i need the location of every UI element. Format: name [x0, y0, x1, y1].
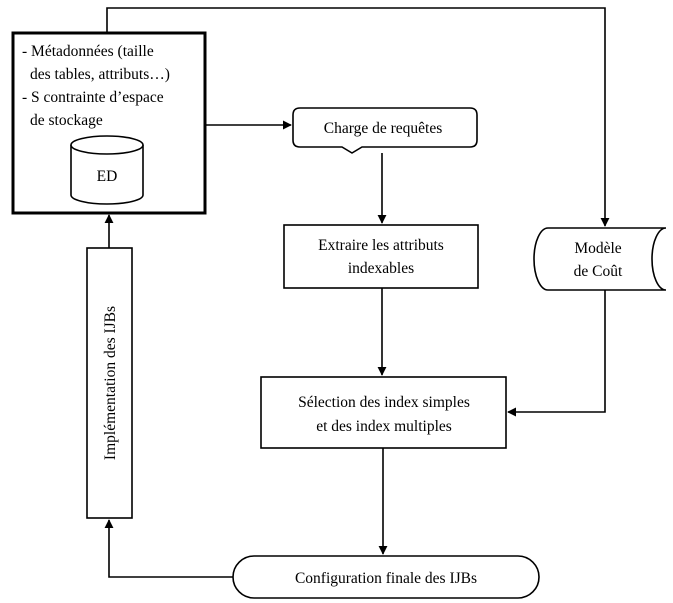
metadata-line-3: - S contrainte d’espace [22, 89, 164, 106]
final-config-node: Configuration finale des IJBs [232, 555, 540, 599]
extract-line-1: Extraire les attributs [318, 237, 444, 254]
metadata-line-1: - Métadonnées (taille [22, 43, 154, 60]
workload-label: Charge de requêtes [324, 120, 443, 137]
connectors [104, 7, 610, 578]
selection-line-1: Sélection des index simples [298, 394, 470, 411]
cost-model-node: Modèle de Coût [533, 227, 667, 291]
arrow-final-to-implementation [104, 519, 233, 578]
arrow-metadata-to-cost-model [106, 7, 610, 227]
extract-line-2: indexables [348, 260, 414, 277]
metadata-line-4: de stockage [30, 112, 103, 129]
database-cylinder: ED [70, 135, 144, 205]
final-config-label: Configuration finale des IJBs [295, 570, 477, 587]
database-label: ED [97, 168, 118, 185]
extract-node: Extraire les attributs indexables [283, 224, 479, 289]
implementation-label: Implémentation des IJBs [102, 306, 119, 460]
selection-node: Sélection des index simples et des index… [260, 376, 507, 449]
arrow-cost-model-to-selection [507, 290, 606, 417]
metadata-line-2: des tables, attributs…) [30, 66, 170, 83]
cost-model-line-2: de Coût [574, 263, 623, 280]
implementation-node: Implémentation des IJBs [86, 247, 133, 519]
workload-node: Charge de requêtes [292, 107, 478, 154]
metadata-box: - Métadonnées (taille des tables, attrib… [11, 31, 207, 215]
cost-model-line-1: Modèle [574, 240, 621, 257]
selection-line-2: et des index multiples [316, 418, 452, 435]
